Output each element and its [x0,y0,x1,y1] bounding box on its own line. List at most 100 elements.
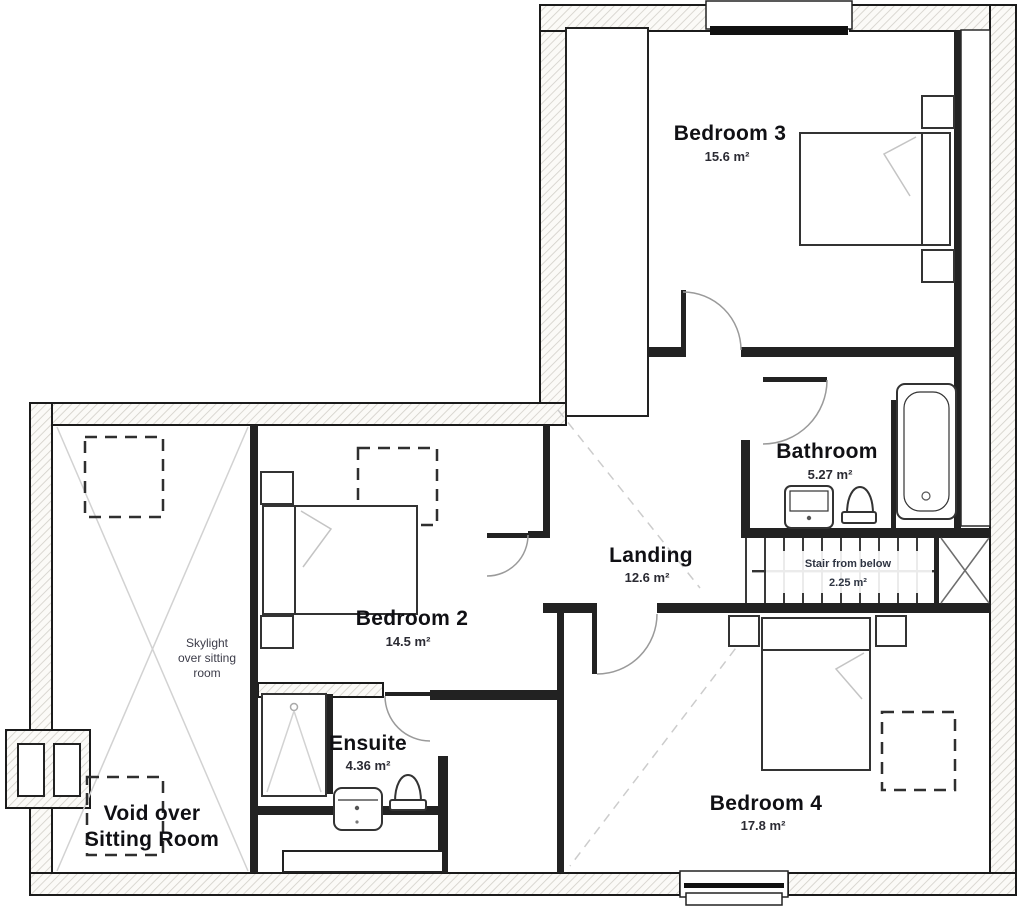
bedroom2-furniture [260,471,418,649]
bathroom-sink [784,485,834,529]
wall-bedroom4-left [557,613,564,873]
bathroom-sink-tap [806,515,812,521]
bedroom4-door-leaf [592,612,597,674]
wall-bedroom3-bathroom-a [648,347,686,357]
bedroom3-door-leaf [681,290,686,352]
wall-bottom-left [29,872,681,896]
room-label-ensuite: Ensuite [329,732,407,755]
void-cross-lines [56,426,249,872]
bathtub-inner [903,391,950,512]
bathroom-door-arc [762,379,828,445]
ensuite-sink-tap [354,805,360,811]
skylight-note-line3: room [193,666,220,680]
bathroom-sink-basin [789,490,829,512]
interior-walls [250,30,991,873]
chimney-flue-2 [53,743,81,797]
skylight-squares [83,435,957,857]
wall-topblock-left [539,4,567,426]
bathroom-fixtures [784,383,957,529]
void-note-line1: Void over [104,802,201,825]
top-window-opening [705,0,853,30]
skylight-note-line1: Skylight [186,636,229,650]
room-area-ensuite: 4.36 m² [346,758,391,773]
skylight-square-void-top [83,435,165,519]
bedroom2-door-leaf [487,533,528,538]
ensuite-toilet-bowl [393,774,423,803]
wall-top-right-of-window [849,4,1017,32]
ensuite-door-arc [384,695,431,742]
wall-main-top [29,402,567,426]
void-note-line2: Sitting Room [85,828,219,851]
room-area-bedroom4: 17.8 m² [741,818,786,833]
bathroom-toilet-cistern [841,511,877,524]
wall-bedroom3-bathroom-b [741,347,961,357]
shower-spray-left [266,710,295,793]
wall-bedroom2-door-jamb [528,531,550,538]
chimney-flue-1 [17,743,45,797]
room-label-bedroom2: Bedroom 2 [356,607,468,630]
wall-bathroom-left [741,440,750,538]
bedroom2-door-arc [486,534,529,577]
room-label-landing: Landing [609,544,693,567]
wall-bedroom4-top-a [543,603,597,613]
bedroom3-nightstand-bottom [921,249,955,283]
bathtub [896,383,957,520]
top-window-glazing [710,26,848,35]
bedroom4-furniture [728,615,907,771]
landing-roofline-dashed [557,409,701,589]
wall-bedroom2-landing [543,425,550,537]
stair-winders [940,537,990,604]
room-label-bathroom: Bathroom [776,440,878,463]
bedroom4-door-arc [596,613,658,675]
bedroom2-nightstand-bottom [260,615,294,649]
bedroom4-nightstand-right [875,615,907,647]
bathroom-door-leaf [763,377,827,382]
staircase: Stair from below 2.25 m² [745,537,990,604]
wall-shower-partition [326,694,333,794]
bathroom-toilet-bowl [845,486,875,515]
eaves-box-bottom [282,850,444,873]
bedroom3-furniture [799,95,955,283]
stair-divider [934,538,939,603]
bedroom3-nightstand-top [921,95,955,129]
room-label-bedroom4: Bedroom 4 [710,792,822,815]
eaves-strip-right [960,29,991,527]
bedroom4-nightstand-left [728,615,760,647]
room-area-landing: 12.6 m² [625,570,670,585]
skylight-square-void-bottom [85,775,165,857]
bedroom2-nightstand-top [260,471,294,505]
wall-bath-enclosure [891,400,896,528]
skylight-square-bedroom4 [880,710,957,792]
wall-void-right [250,425,258,873]
bottom-window-glazing [684,883,784,888]
skylight-note-line2: over sitting [178,651,236,665]
doors [384,290,828,742]
bathtub-drain [921,491,931,501]
shower-tray [261,693,327,797]
room-labels: Bedroom 3 15.6 m² Bathroom 5.27 m² Landi… [85,122,878,851]
wall-left [29,402,53,896]
room-area-bedroom3: 15.6 m² [705,149,750,164]
shower-head [289,702,299,712]
bedroom3-wardrobe [565,27,649,417]
stair-label-backing [766,551,932,593]
wall-bedroom4-top-b [657,603,991,613]
bedroom4-bed-fold [834,652,865,700]
stair-label: Stair from below [805,558,892,570]
windows [679,0,853,906]
bedroom3-door-arc [682,291,742,351]
exterior-walls [5,4,1017,896]
bedroom3-bed [799,132,951,246]
room-label-bedroom3: Bedroom 3 [674,122,786,145]
bedroom4-roofline-dashed [569,635,746,867]
shower-spray-right [293,710,322,793]
wall-bathroom-bottom [741,528,991,538]
ensuite-sink-drain [355,820,359,824]
stair-area: 2.25 m² [829,577,867,589]
bedroom2-bed [262,505,418,615]
bedroom4-bed [761,617,871,771]
room-area-bathroom: 5.27 m² [808,467,853,482]
wall-corridor-south [430,690,562,700]
ensuite-door-leaf [385,692,430,696]
